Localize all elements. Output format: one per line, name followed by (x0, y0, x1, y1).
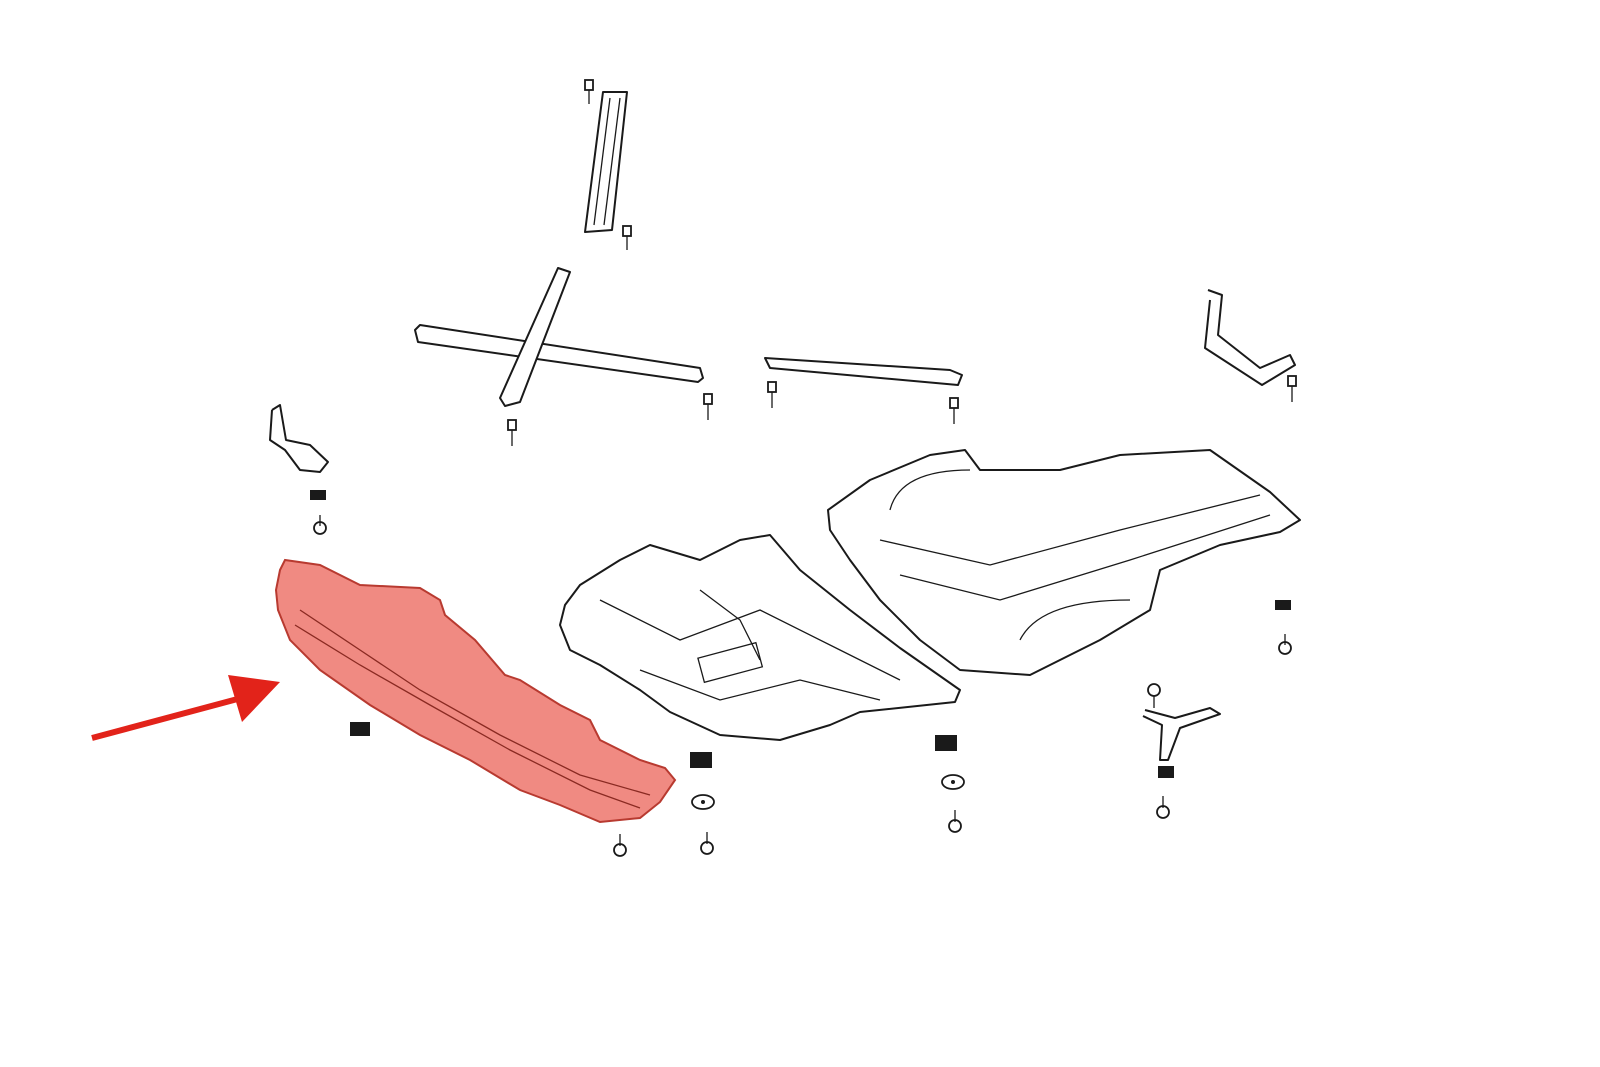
clip-nut (1275, 600, 1291, 610)
bolt (584, 79, 594, 104)
upper-strut (584, 91, 628, 233)
rear-bracket (1204, 289, 1296, 386)
bolt (948, 810, 962, 833)
side-brace (764, 357, 963, 386)
clip-nut (310, 490, 326, 500)
rear-underbody-panel (827, 449, 1301, 676)
bolt (622, 225, 632, 250)
bolt (613, 834, 627, 857)
engine-shield (559, 534, 961, 741)
bolt (1287, 375, 1297, 402)
clip-nut (1158, 766, 1174, 778)
washer (691, 794, 715, 810)
bolt (1156, 796, 1170, 819)
left-bracket (269, 404, 329, 473)
bolt (507, 419, 517, 446)
pointer-arrow (91, 675, 280, 741)
bolt (1147, 683, 1161, 708)
bolt (313, 515, 327, 535)
cross-brace (414, 267, 704, 407)
front-underbody-shield[interactable] (274, 558, 677, 824)
bolt (767, 381, 777, 408)
clip-nut (350, 722, 370, 736)
bolt (1278, 634, 1292, 655)
bolt (703, 393, 713, 420)
bolt (700, 832, 714, 855)
bolt (949, 397, 959, 424)
small-bracket (1142, 707, 1221, 761)
clip-nut (690, 752, 712, 768)
washer (941, 774, 965, 790)
clip-nut (935, 735, 957, 751)
